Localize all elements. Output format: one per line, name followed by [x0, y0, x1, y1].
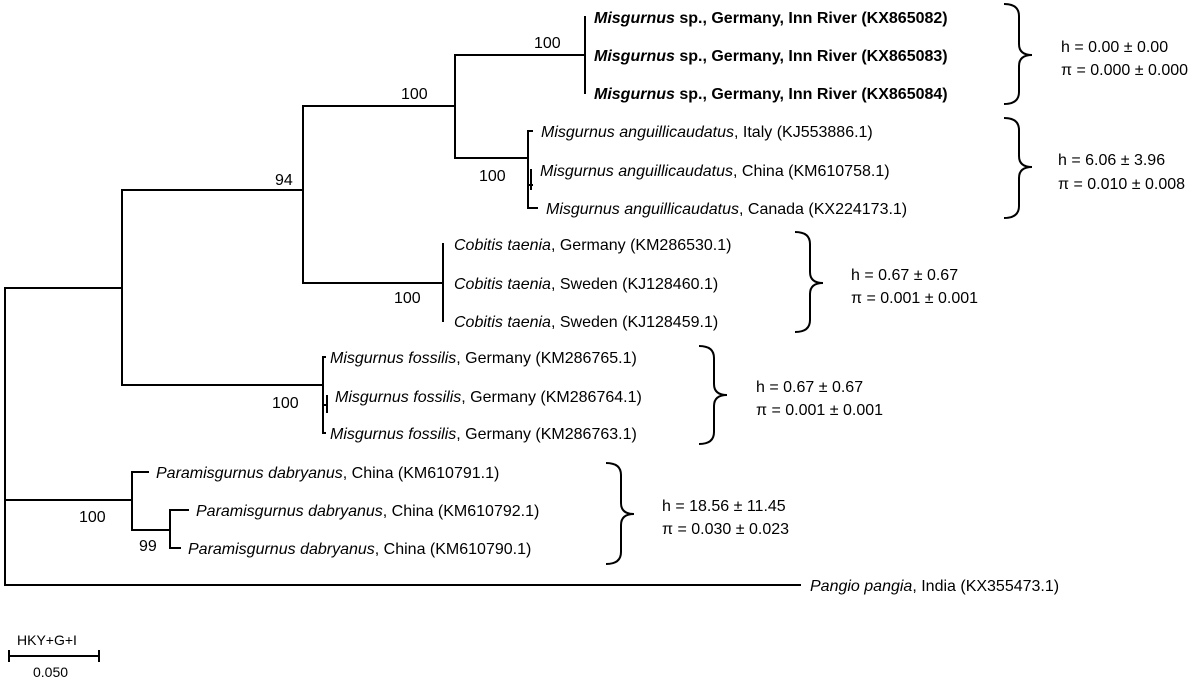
nucleotide-diversity: π = 0.000 ± 0.000	[1061, 62, 1188, 79]
bootstrap-fossilis: 100	[272, 395, 299, 412]
tree-branches	[4, 16, 801, 586]
tip-label: Paramisgurnus dabryanus, China (KM610791…	[156, 465, 499, 482]
bootstrap-values: 100 100 100 94 100 100 100 99	[79, 35, 561, 555]
tip-label: Misgurnus anguillicaudatus, Italy (KJ553…	[541, 124, 873, 141]
diversity-stats: h = 0.00 ± 0.00 π = 0.000 ± 0.000 h = 6.…	[662, 39, 1188, 538]
haplotype-diversity: h = 0.67 ± 0.67	[851, 267, 958, 284]
bootstrap-sp-anguill: 100	[401, 86, 428, 103]
bootstrap-inn-river: 100	[534, 35, 561, 52]
haplotype-diversity: h = 0.67 ± 0.67	[756, 379, 863, 396]
tip-label: Paramisgurnus dabryanus, China (KM610792…	[196, 503, 539, 520]
tip-label: Cobitis taenia, Sweden (KJ128460.1)	[454, 276, 718, 293]
brace-cobitis	[794, 231, 824, 333]
haplotype-diversity: h = 18.56 ± 11.45	[662, 498, 786, 515]
tip-labels: Misgurnus sp., Germany, Inn River (KX865…	[156, 10, 1059, 595]
tip-label: Misgurnus fossilis, Germany (KM286763.1)	[330, 426, 637, 443]
clade-braces	[605, 3, 1033, 565]
haplotype-diversity: h = 0.00 ± 0.00	[1061, 39, 1168, 56]
tip-label: Cobitis taenia, Germany (KM286530.1)	[454, 237, 731, 254]
nucleotide-diversity: π = 0.010 ± 0.008	[1058, 176, 1185, 193]
bootstrap-misgurnus-cobitis: 94	[275, 172, 293, 189]
bootstrap-paramisgurnus: 100	[79, 509, 106, 526]
scale-length-label: 0.050	[33, 664, 68, 680]
bootstrap-cobitis: 100	[394, 290, 421, 307]
tip-label: Misgurnus anguillicaudatus, China (KM610…	[540, 163, 890, 180]
brace-paramisgurnus	[605, 462, 635, 565]
bootstrap-anguill: 100	[479, 168, 506, 185]
brace-fossilis	[698, 345, 728, 445]
scale-bar-line	[8, 650, 100, 662]
tip-label: Misgurnus sp., Germany, Inn River (KX865…	[594, 86, 948, 103]
brace-anguill	[1003, 117, 1033, 219]
brace-inn-river	[1003, 3, 1033, 105]
tip-label: Paramisgurnus dabryanus, China (KM610790…	[188, 541, 531, 558]
tip-label: Misgurnus fossilis, Germany (KM286765.1)	[330, 350, 637, 367]
tip-label: Cobitis taenia, Sweden (KJ128459.1)	[454, 314, 718, 331]
tip-label: Misgurnus anguillicaudatus, Canada (KX22…	[546, 201, 907, 218]
tip-label: Misgurnus fossilis, Germany (KM286764.1)	[335, 389, 642, 406]
scale-bar: HKY+G+I 0.050	[8, 632, 100, 680]
nucleotide-diversity: π = 0.001 ± 0.001	[851, 290, 978, 307]
nucleotide-diversity: π = 0.030 ± 0.023	[662, 521, 789, 538]
nucleotide-diversity: π = 0.001 ± 0.001	[756, 402, 883, 419]
bootstrap-para-inner: 99	[139, 538, 157, 555]
scale-model-label: HKY+G+I	[17, 632, 77, 648]
tip-label: Pangio pangia, India (KX355473.1)	[810, 578, 1059, 595]
tip-label: Misgurnus sp., Germany, Inn River (KX865…	[594, 48, 948, 65]
tip-label: Misgurnus sp., Germany, Inn River (KX865…	[594, 10, 948, 27]
haplotype-diversity: h = 6.06 ± 3.96	[1058, 152, 1165, 169]
